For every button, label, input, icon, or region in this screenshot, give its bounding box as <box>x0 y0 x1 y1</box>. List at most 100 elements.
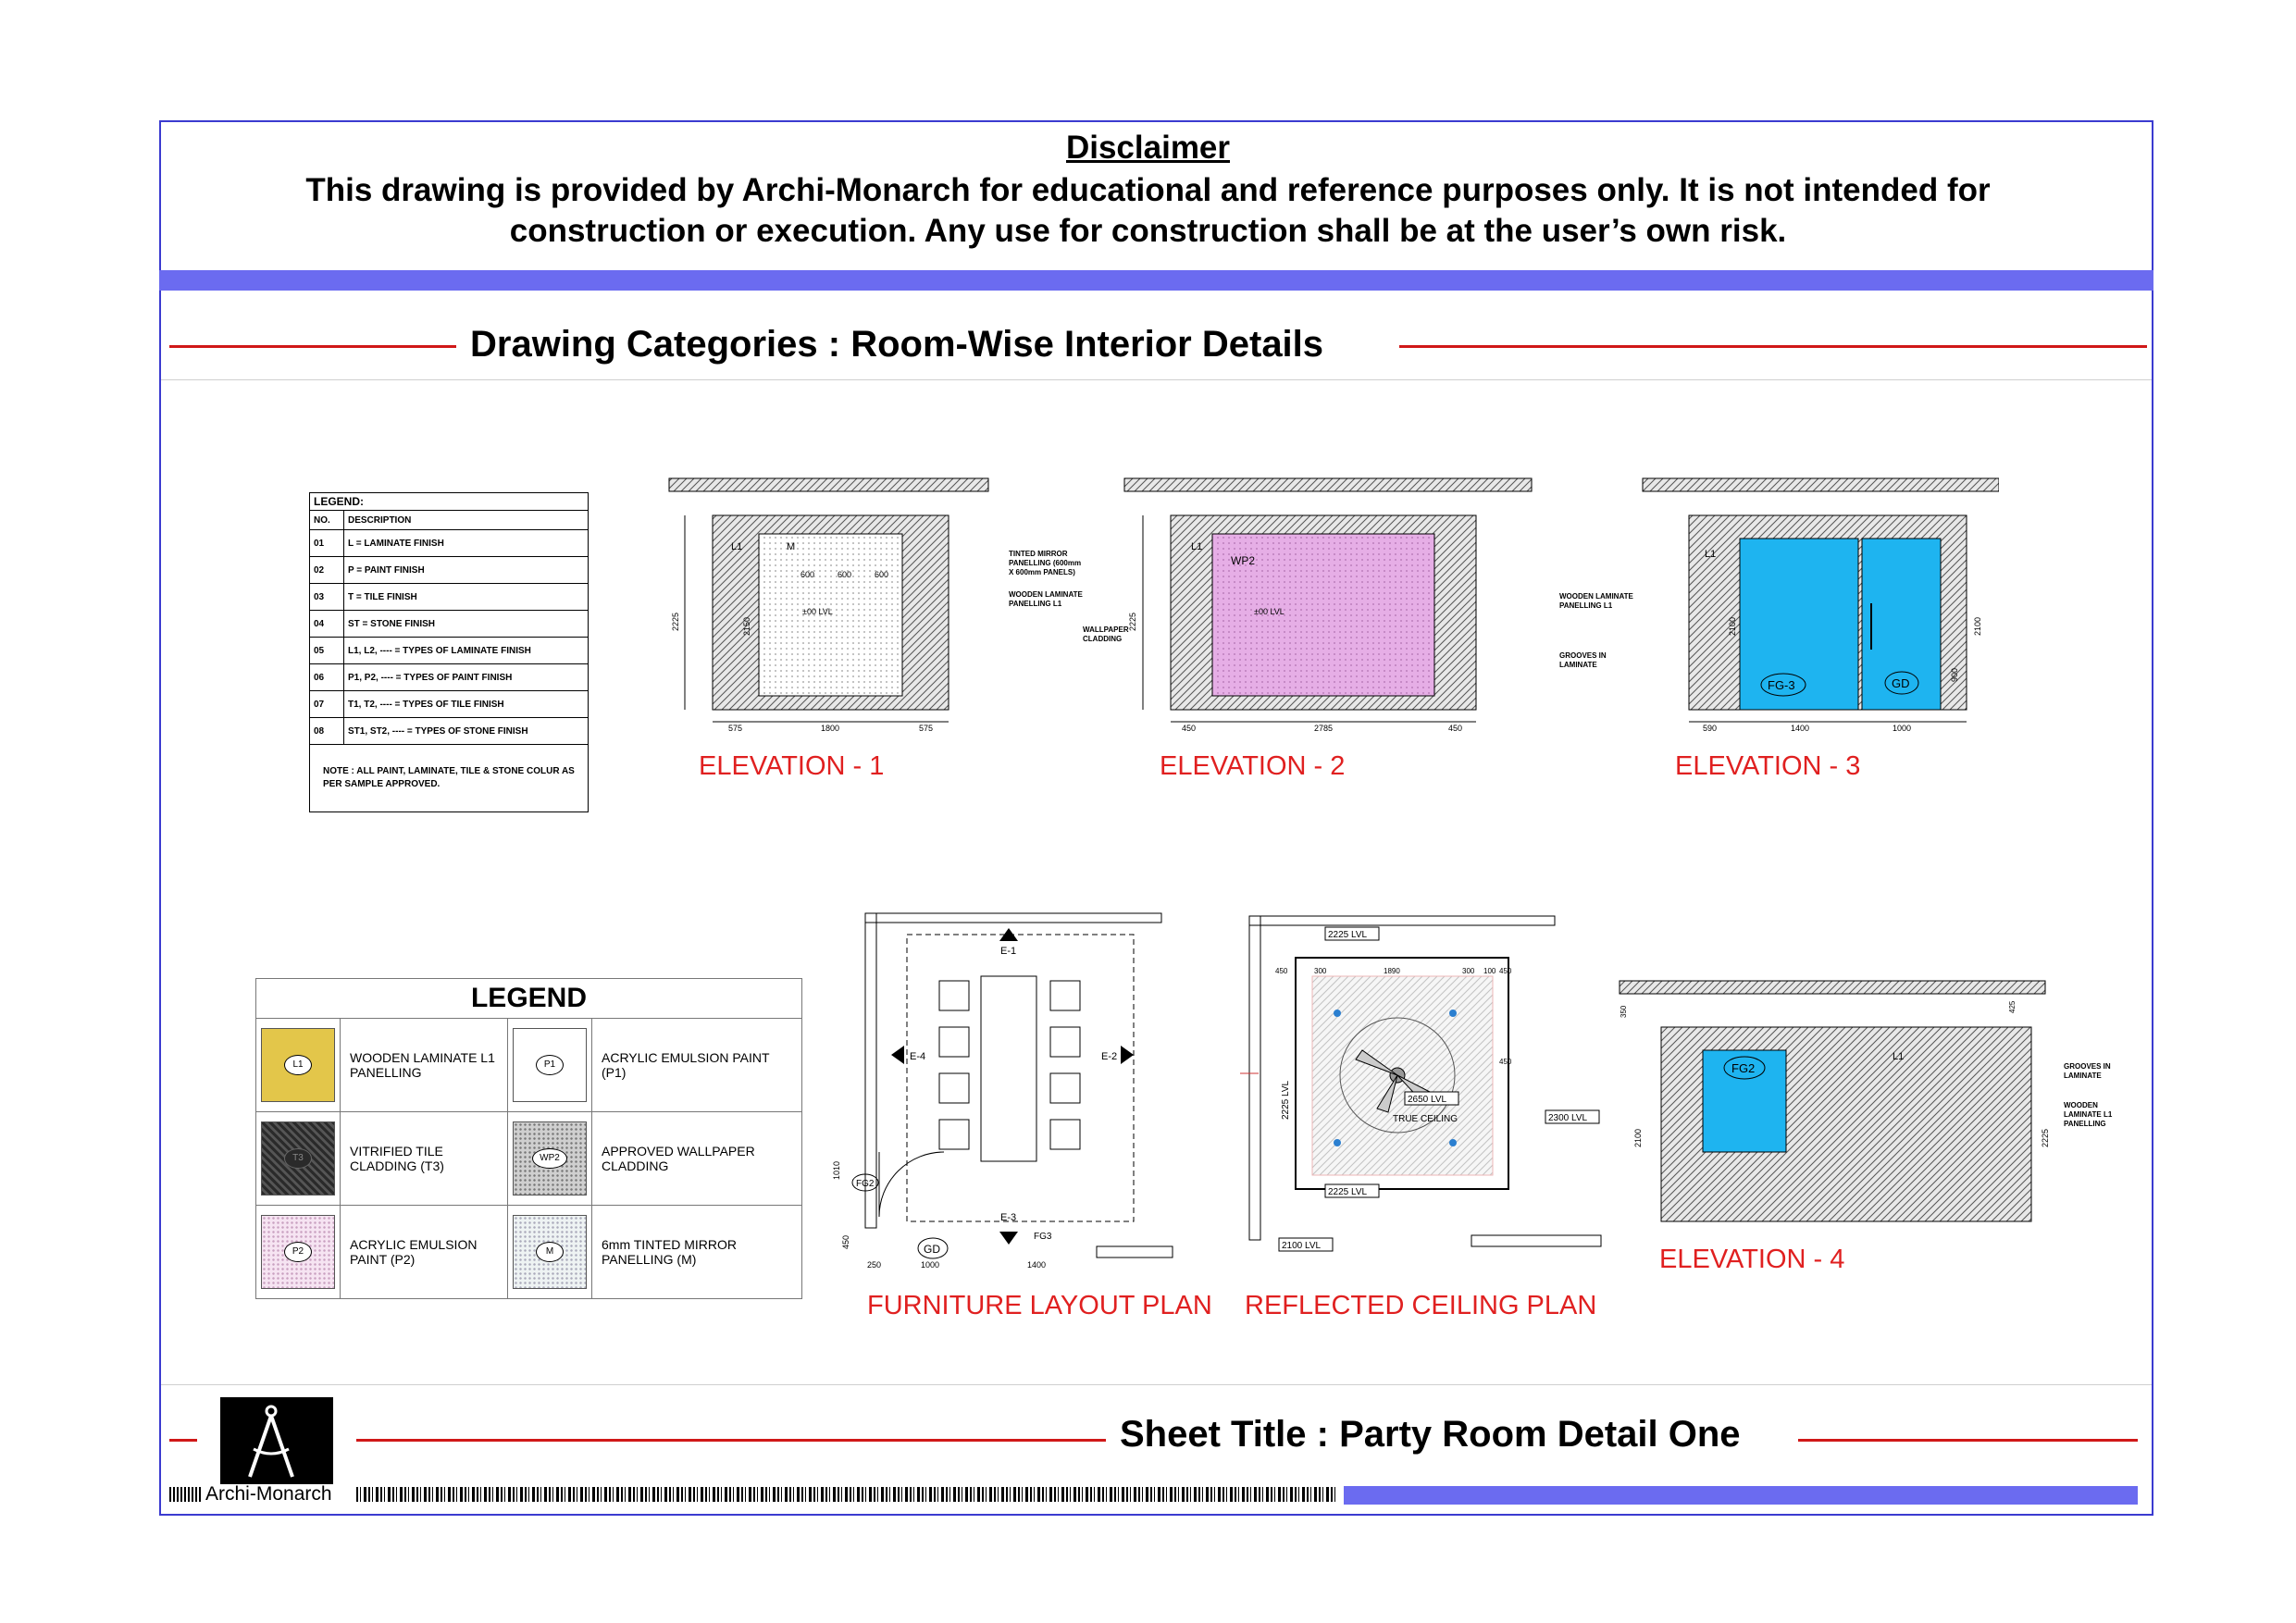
fp-marker-e3: E-3 <box>1000 1212 1016 1223</box>
category-title: Drawing Categories : Room-Wise Interior … <box>470 324 1324 365</box>
fp-chairs <box>938 980 1081 1150</box>
e2-tag-wp2: WP2 <box>1231 554 1255 567</box>
elevation-4-title: ELEVATION - 4 <box>1659 1245 1845 1274</box>
rcp-dim-6: 450 <box>1499 967 1512 975</box>
tag-p2: P2 <box>284 1242 312 1262</box>
fp-marker-e2: E-2 <box>1101 1051 1117 1062</box>
fp-dim-2: 450 <box>841 1235 850 1249</box>
tag-p1: P1 <box>536 1055 564 1075</box>
e3-tag-gd: GD <box>1892 676 1910 690</box>
e2-dim-1: 450 <box>1182 724 1196 733</box>
e1-tag-l1: L1 <box>731 541 742 552</box>
e1-dim-2: 1800 <box>821 724 839 733</box>
rcp-level-2: 2225 LVL <box>1328 1187 1368 1197</box>
rcp-fan-circle <box>1339 1017 1456 1134</box>
e3-dim-6: 900 <box>1950 668 1959 682</box>
rcp-dim-2: 300 <box>1314 967 1327 975</box>
fp-room-outline <box>906 934 1135 1222</box>
e4-ceiling-slab <box>1619 980 2046 995</box>
material-label-m: 6mm TINTED MIRROR PANELLING (M) <box>591 1205 802 1299</box>
swatch-wooden-laminate: L1 <box>261 1028 335 1102</box>
fp-dim-1: 1010 <box>832 1161 841 1180</box>
rcp-level-3: 2225 LVL <box>1281 1080 1291 1120</box>
rcp-dim-7: 450 <box>1499 1058 1512 1066</box>
elevation-4-drawing: FG2 L1 2100 2225 425 350 <box>1619 980 2050 1222</box>
tag-l1: L1 <box>284 1055 312 1075</box>
e4-note-3: WOODEN <box>2064 1101 2098 1109</box>
elevation-1-title: ELEVATION - 1 <box>699 751 885 781</box>
e1-ceiling-slab <box>668 477 989 492</box>
fp-tag-fg2: FG2 <box>856 1179 875 1189</box>
e4-dim-2: 2225 <box>2041 1129 2050 1147</box>
e2-dim-3: 450 <box>1448 724 1462 733</box>
fp-marker-e1: E-1 <box>1000 946 1016 957</box>
material-legend-title: LEGEND <box>255 978 802 1019</box>
e1-note-1: TINTED MIRROR <box>1009 550 1068 558</box>
e2-note-1: WALLPAPER <box>1083 626 1129 634</box>
e2-tag-l1: L1 <box>1191 541 1202 552</box>
sheet-title: Sheet Title : Party Room Detail One <box>1120 1414 1741 1455</box>
swatch-acrylic-p1: P1 <box>513 1028 587 1102</box>
e2-level: ±00 LVL <box>1254 607 1285 616</box>
legend-header-desc: DESCRIPTION <box>343 510 589 530</box>
e3-note-3: GROOVES IN <box>1559 651 1607 660</box>
e4-tag-fg2: FG2 <box>1731 1061 1755 1075</box>
swatch-mirror: M <box>513 1215 587 1289</box>
fp-dining-table <box>980 975 1037 1162</box>
fp-tag-gd: GD <box>924 1243 940 1256</box>
e4-note-5: PANELLING <box>2064 1120 2106 1128</box>
e1-dim-1: 575 <box>728 724 742 733</box>
e1-note-5: PANELLING L1 <box>1009 600 1062 608</box>
rcp-dim-3: 1890 <box>1384 967 1400 975</box>
e4-note-4: LAMINATE L1 <box>2064 1110 2113 1119</box>
material-label-t3: VITRIFIED TILE CLADDING (T3) <box>340 1111 508 1206</box>
e1-dim-3: 575 <box>919 724 933 733</box>
rcp-light-points <box>1334 1010 1457 1146</box>
e3-dim-4: 2100 <box>1728 617 1737 636</box>
e4-dim-1: 2100 <box>1633 1129 1643 1147</box>
sheet-frame <box>159 120 2153 1516</box>
barcode-left <box>169 1487 201 1502</box>
e1-note-2: PANELLING (600mm <box>1009 559 1082 567</box>
rcp-level-4: 2650 LVL <box>1408 1095 1447 1105</box>
brand-name: Archi-Monarch <box>205 1483 332 1505</box>
barcode-strip <box>356 1487 1337 1502</box>
material-legend: LEGEND L1 WOODEN LAMINATE L1 PANELLING P… <box>255 978 802 1299</box>
fp-marker-e2-arrow <box>1121 1046 1134 1064</box>
swatch-vitrified-tile: T3 <box>261 1121 335 1196</box>
e3-dim-2: 1400 <box>1791 724 1809 733</box>
e3-dim-5: 2100 <box>1973 617 1982 636</box>
fp-dim-3: 250 <box>867 1260 881 1270</box>
rcp-level-1: 2225 LVL <box>1328 930 1368 940</box>
legend-table-title: LEGEND: <box>309 492 589 511</box>
legend-note: NOTE : ALL PAINT, LAMINATE, TILE & STONE… <box>309 744 589 812</box>
tag-m: M <box>536 1242 564 1262</box>
rcp-level-5: 2300 LVL <box>1548 1113 1588 1123</box>
material-label-wp2: APPROVED WALLPAPER CLADDING <box>591 1111 802 1206</box>
e2-ceiling-slab <box>1123 477 1533 492</box>
fp-marker-e4: E-4 <box>910 1051 925 1062</box>
footer-rule-left <box>169 1439 197 1442</box>
e1-dim-inner: 2150 <box>742 617 751 636</box>
elevation-2-title: ELEVATION - 2 <box>1160 751 1346 781</box>
fp-marker-e4-arrow <box>891 1046 904 1064</box>
e3-ceiling-slab <box>1642 477 1999 492</box>
header-separator <box>161 379 2152 380</box>
elevation-1-drawing: 575 1800 575 600 600 600 2225 2150 ±00 L… <box>668 477 989 733</box>
e2-wallpaper-panel <box>1211 533 1435 697</box>
elevation-3-title: ELEVATION - 3 <box>1675 751 1861 781</box>
rcp-note-true-ceiling: TRUE CEILING <box>1393 1114 1458 1124</box>
fp-marker-e1-arrow <box>999 928 1018 941</box>
e4-note-2: LAMINATE <box>2064 1072 2102 1080</box>
e3-note-2: PANELLING L1 <box>1559 601 1613 610</box>
e3-dim-3: 1000 <box>1893 724 1911 733</box>
material-label-p1: ACRYLIC EMULSION PAINT (P1) <box>591 1018 802 1112</box>
fp-marker-e3-arrow <box>999 1232 1018 1245</box>
ceiling-plan-title: REFLECTED CEILING PLAN <box>1245 1291 1597 1320</box>
